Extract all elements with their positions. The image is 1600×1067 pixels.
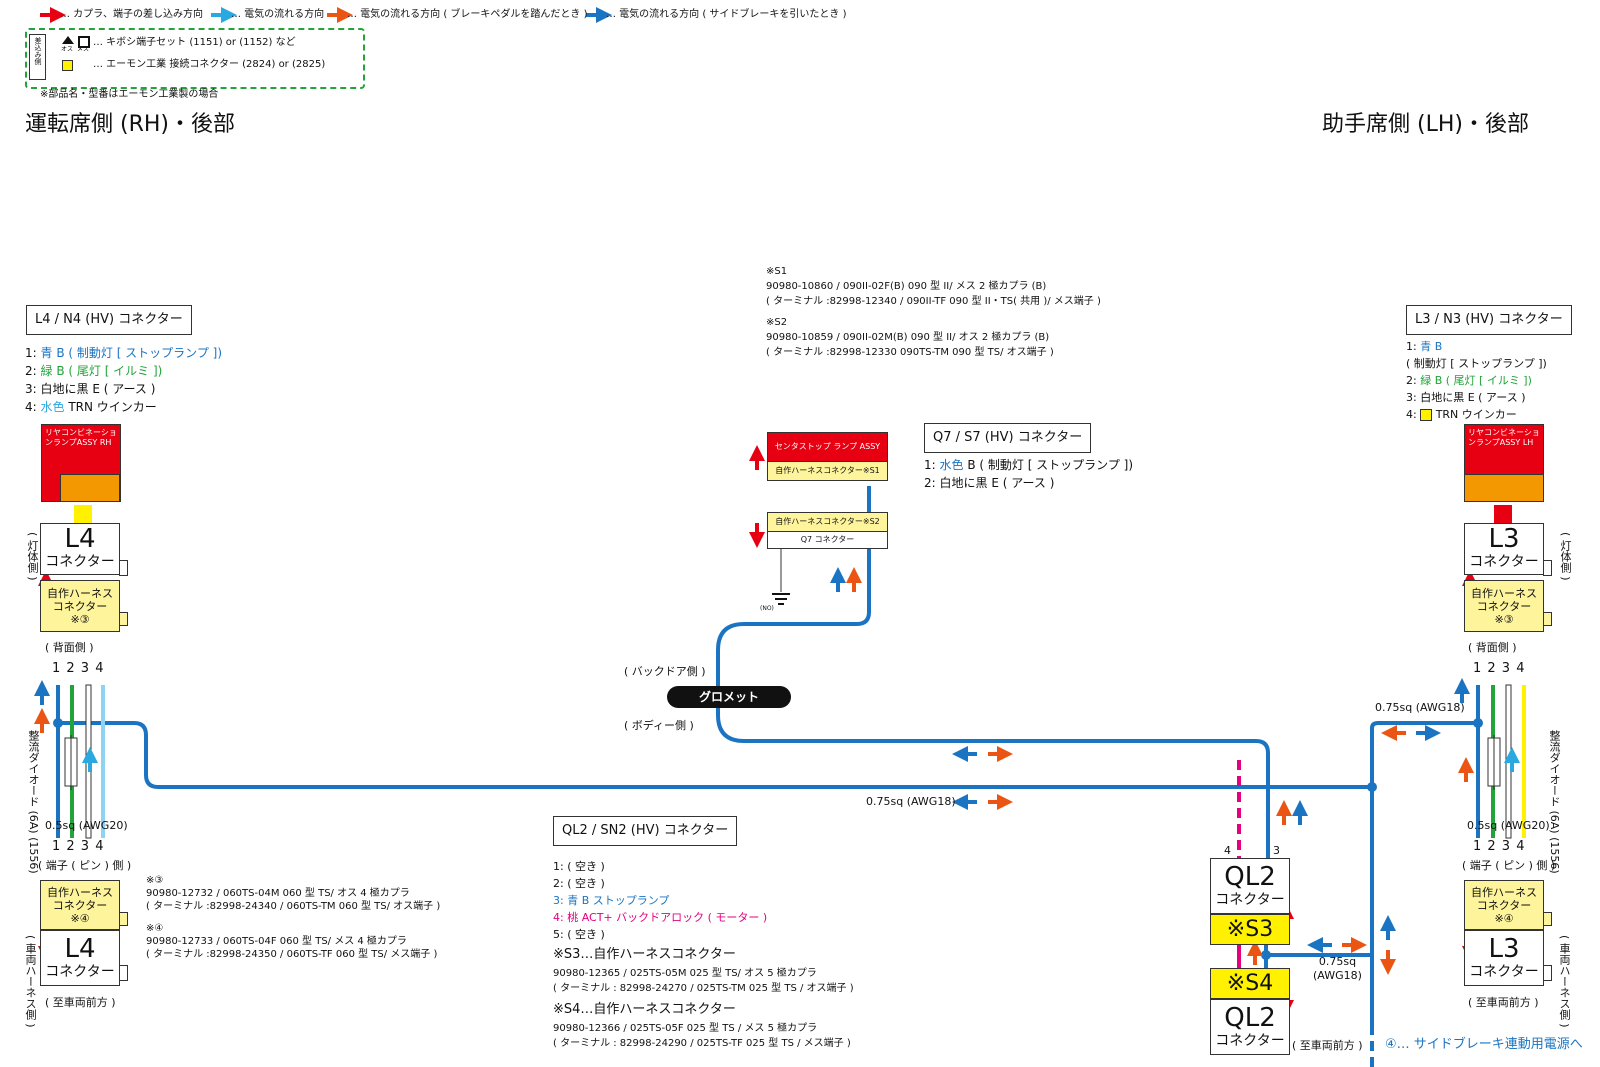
riser-wire bbox=[1370, 721, 1478, 1025]
male-terminal-icon bbox=[62, 36, 74, 44]
left-back-label: ( 背面側 ) bbox=[45, 641, 94, 654]
legend-item-flow: … 電気の流れる方向 bbox=[231, 9, 325, 20]
left-pin-side-label: ( 端子 ( ピン ) 側 ) bbox=[38, 859, 132, 872]
yellow-swatch-icon bbox=[1420, 409, 1433, 421]
left-bottom-connector: L4 コネクター bbox=[40, 930, 120, 986]
notes-3-4: ※③ 90980-12732 / 060TS-04M 060 型 TS/ オス … bbox=[146, 875, 441, 960]
ql2-pin3-label: 3 bbox=[1273, 844, 1280, 857]
right-lamp-side-label: ( 灯体側 ) bbox=[1559, 532, 1572, 581]
s3-title: ※S3…自作ハーネスコネクター bbox=[553, 947, 736, 962]
q7-pin-list: 1: 水色 B ( 制動灯 [ ストップランプ ]) 2: 白地に黒 E ( ア… bbox=[924, 458, 1134, 490]
male-label: オス bbox=[61, 46, 74, 53]
legend-row-kiboshi: … キボシ端子セット (1151) or (1152) など bbox=[93, 37, 296, 48]
left-lamp-socket bbox=[60, 474, 120, 502]
ql2-front-label: ( 至車両前方 ) bbox=[1292, 1039, 1363, 1052]
s4-notes: 90980-12366 / 025TS-05F 025 型 TS / メス 5 … bbox=[553, 1023, 851, 1049]
ql2-pin4-label: 4 bbox=[1224, 844, 1231, 857]
left-pin-numbers-top: 1 2 3 4 bbox=[52, 661, 104, 676]
left-pin-list: 1: 青 B ( 制動灯 [ ストップランプ ]) 2: 緑 B ( 尾灯 [ … bbox=[25, 346, 223, 414]
grommet: グロメット bbox=[667, 686, 791, 708]
right-pin-side-label: ( 端子 ( ピン ) 側 ) bbox=[1462, 859, 1556, 872]
backdoor-label: ( バックドア側 ) bbox=[624, 665, 706, 678]
body-label: ( ボディー側 ) bbox=[624, 719, 694, 732]
right-top-connector: L3 コネクター bbox=[1464, 523, 1544, 575]
s4-connector: ※S4 bbox=[1210, 968, 1290, 999]
right-harness-connector-3: 自作ハーネスコネクター※③ bbox=[1464, 580, 1544, 632]
legend-side-label: 差込み側 bbox=[34, 37, 42, 65]
left-lamp-side-label: ( 灯体側 ) bbox=[26, 532, 39, 581]
ql2-bottom-connector: QL2 コネクター bbox=[1210, 999, 1290, 1055]
main-harness-wire bbox=[58, 721, 1372, 789]
right-pin-numbers-bottom: 1 2 3 4 bbox=[1473, 839, 1525, 854]
right-vehicle-side-label: ( 車両ハーネス側 ) bbox=[1558, 935, 1571, 1028]
right-wire-size: 0.5sq (AWG20) bbox=[1467, 819, 1550, 832]
left-diode-label: 整流ダイオード (6A) (1556) bbox=[27, 730, 40, 874]
left-harness-connector-3: 自作ハーネスコネクター※③ bbox=[40, 580, 120, 632]
left-harness-connector-4: 自作ハーネスコネクター※④ bbox=[40, 880, 120, 930]
left-vehicle-side-label: ( 車両ハーネス側 ) bbox=[24, 935, 37, 1028]
title-left: 運転席側 (RH)・後部 bbox=[25, 112, 235, 137]
right-diode-label: 整流ダイオード (6A) (1556) bbox=[1548, 730, 1561, 874]
legend-item-flow-sidebrake: … 電気の流れる方向 ( サイドブレーキを引いたとき ) bbox=[606, 9, 847, 20]
female-label: メス bbox=[77, 46, 90, 53]
right-pin-list: 1: 青 B ( 制動灯 [ ストップランプ ]) 2: 緑 B ( 尾灯 [ … bbox=[1406, 340, 1547, 421]
ground-label: (NO) bbox=[760, 605, 774, 612]
right-pin-numbers-top: 1 2 3 4 bbox=[1473, 661, 1525, 676]
main-wire-size: 0.75sq (AWG18) bbox=[866, 795, 956, 808]
legend-side-box: 差込み側 bbox=[29, 34, 46, 80]
ql2-header: QL2 / SN2 (HV) コネクター bbox=[553, 816, 738, 846]
left-pin-numbers-bottom: 1 2 3 4 bbox=[52, 839, 104, 854]
center-stop-lamp: センタストップ ランプ ASSY bbox=[767, 432, 888, 462]
s4-title: ※S4…自作ハーネスコネクター bbox=[553, 1002, 736, 1017]
right-lamp-socket bbox=[1464, 474, 1544, 502]
right-wire-top: 0.75sq (AWG18) bbox=[1375, 701, 1465, 714]
right-connector-header: L3 / N3 (HV) コネクター bbox=[1406, 305, 1572, 335]
legend-box bbox=[25, 28, 365, 89]
s3-notes: 90980-12365 / 025TS-05M 025 型 TS/ オス 5 極… bbox=[553, 968, 854, 994]
side-brake-label: ④… サイドブレーキ連動用電源へ bbox=[1385, 1037, 1583, 1052]
right-back-label: ( 背面側 ) bbox=[1468, 641, 1517, 654]
female-terminal-icon bbox=[78, 36, 90, 48]
left-wire-size: 0.5sq (AWG20) bbox=[45, 819, 128, 832]
right-front-label: ( 至車両前方 ) bbox=[1468, 996, 1539, 1009]
title-right: 助手席側 (LH)・後部 bbox=[1322, 112, 1529, 137]
right-harness-connector-4: 自作ハーネスコネクター※④ bbox=[1464, 880, 1544, 930]
q7-wire bbox=[716, 486, 1270, 858]
s2-connector: 自作ハーネスコネクター※S2 bbox=[767, 512, 888, 532]
right-bottom-connector: L3 コネクター bbox=[1464, 930, 1544, 986]
legend-item-insert: … カプラ、端子の差し込み方向 bbox=[60, 9, 203, 20]
legend-row-amon: … エーモン工業 接続コネクター (2824) or (2825) bbox=[93, 59, 326, 70]
left-connector-header: L4 / N4 (HV) コネクター bbox=[26, 305, 192, 335]
s3-connector: ※S3 bbox=[1210, 914, 1290, 945]
ql2-top-connector: QL2 コネクター bbox=[1210, 858, 1290, 914]
ql2-pin-list: 1: ( 空き ) 2: ( 空き ) 3: 青 B ストップランプ 4: 桃 … bbox=[553, 860, 768, 941]
yellow-connector-icon bbox=[62, 60, 73, 71]
left-top-connector: L4 コネクター bbox=[40, 523, 120, 575]
notes-s1-s2: ※S1 90980-10860 / 090II-02F(B) 090 型 II/… bbox=[766, 266, 1101, 358]
q7-connector: Q7 コネクター bbox=[767, 531, 888, 549]
legend-footnote: ※部品名・型番はエーモン工業製の場合 bbox=[40, 89, 219, 100]
legend-item-flow-brake: … 電気の流れる方向 ( ブレーキペダルを踏んだとき ) bbox=[347, 9, 588, 20]
left-front-label: ( 至車両前方 ) bbox=[45, 996, 116, 1009]
ql2-branch-wire-size: 0.75sq(AWG18) bbox=[1313, 955, 1362, 982]
s1-connector: 自作ハーネスコネクター※S1 bbox=[767, 461, 888, 481]
q7-header: Q7 / S7 (HV) コネクター bbox=[924, 423, 1092, 453]
